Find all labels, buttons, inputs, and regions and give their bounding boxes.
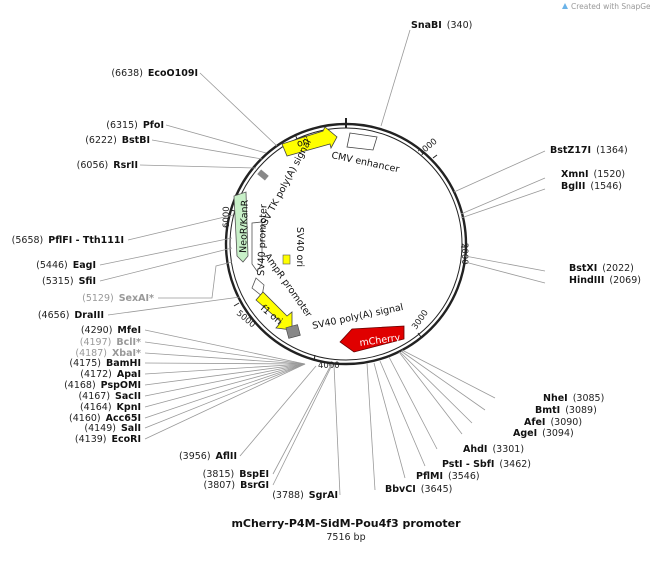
site-bmti: BmtI(3089) bbox=[535, 405, 597, 416]
site-snabi: SnaBI(340) bbox=[411, 20, 472, 31]
site-sali: (4149)SalI bbox=[84, 423, 141, 434]
site-sfii: (5315)SfiI bbox=[42, 276, 96, 287]
feature-sv40-ori-label: SV40 ori bbox=[294, 227, 305, 267]
tick-7000 bbox=[294, 133, 298, 140]
site-bcli: (4197)BclI* bbox=[80, 337, 141, 348]
feature-neo-label: NeoR/KanR bbox=[238, 199, 251, 253]
site-pspomi: (4168)PspOMI bbox=[64, 380, 141, 391]
site-sexai: (5129)SexAI* bbox=[82, 293, 154, 304]
leader-lines-left bbox=[99, 72, 341, 496]
site-mfei: (4290)MfeI bbox=[81, 325, 141, 336]
site-ecori: (4139)EcoRI bbox=[75, 434, 141, 445]
site-acc65i: (4160)Acc65I bbox=[69, 413, 141, 424]
tick-label-3000: 3000 bbox=[410, 308, 431, 331]
feature-cmv-label: CMV enhancer bbox=[330, 150, 400, 175]
plasmid-size: 7516 bp bbox=[326, 532, 365, 543]
tick-label-2000: 2000 bbox=[459, 243, 469, 265]
site-bspei: (3815)BspEI bbox=[203, 469, 269, 480]
site-sgrai: (3788)SgrAI bbox=[272, 490, 338, 501]
tick-4000 bbox=[313, 354, 316, 362]
feature-ori-label: ori bbox=[296, 136, 311, 150]
site-pflmi: PflMI(3546) bbox=[416, 471, 480, 482]
site-xmni: XmnI(1520) bbox=[561, 169, 625, 180]
site-afei: AfeI(3090) bbox=[524, 417, 582, 428]
tick-3000 bbox=[417, 332, 422, 338]
site-bsrgi: (3807)BsrGI bbox=[203, 480, 269, 491]
site-pflfi-tth111i: (5658)PflFI - Tth111I bbox=[12, 235, 124, 246]
feature-sv40-polya-block bbox=[285, 324, 301, 339]
tick-6000 bbox=[229, 209, 236, 212]
site-kpni: (4164)KpnI bbox=[80, 402, 141, 413]
site-rsrii: (6056)RsrII bbox=[77, 160, 138, 171]
feature-f1-ori-arrow bbox=[255, 291, 293, 331]
site-draiii: (4656)DraIII bbox=[38, 310, 104, 321]
feature-sv40-promoter-arrow bbox=[251, 221, 263, 272]
site-nhei: NheI(3085) bbox=[543, 393, 604, 404]
tick-label-4000: 4000 bbox=[318, 361, 340, 371]
feature-cmv-box bbox=[346, 132, 378, 151]
feature-sv40-ori-block bbox=[282, 254, 291, 265]
site-ecoo109i: (6638)EcoO109I bbox=[111, 68, 198, 79]
site-sacii: (4167)SacII bbox=[78, 391, 141, 402]
site-bstxi: BstXI(2022) bbox=[569, 263, 634, 274]
tick-5000 bbox=[233, 302, 240, 307]
site-xbai: (4187)XbaI* bbox=[75, 348, 141, 359]
site-aflii: (3956)AflII bbox=[179, 451, 237, 462]
tick-label-6000: 6000 bbox=[222, 206, 232, 228]
feature-sv40-promoter-label: SV40 promoter bbox=[256, 204, 269, 276]
feature-ori-arrow bbox=[281, 126, 338, 157]
site-bbvci: BbvCI(3645) bbox=[385, 484, 452, 495]
site-hindiii: HindIII(2069) bbox=[569, 275, 641, 286]
site-pfoi: (6315)PfoI bbox=[106, 120, 164, 131]
site-bglii: BglII(1546) bbox=[561, 181, 622, 192]
leader-lines-right bbox=[366, 29, 546, 491]
site-psti-sbfi: PstI - SbfI(3462) bbox=[442, 459, 531, 470]
feature-ampr-promoter-arrow bbox=[251, 277, 265, 297]
site-ahdi: AhdI(3301) bbox=[463, 444, 524, 455]
snapgene-logo-icon bbox=[562, 3, 568, 9]
feature-mcherry-arrow bbox=[339, 325, 405, 353]
tick-label-5000: 5000 bbox=[234, 309, 257, 331]
site-bstbi: (6222)BstBI bbox=[85, 135, 150, 146]
feature-hsv-block bbox=[257, 169, 269, 181]
site-agei: AgeI(3094) bbox=[513, 428, 574, 439]
site-bstz17i: BstZ17I(1364) bbox=[550, 145, 628, 156]
site-apai: (4172)ApaI bbox=[80, 369, 141, 380]
site-bamhi: (4175)BamHI bbox=[69, 358, 141, 369]
plasmid-title: mCherry-P4M-SidM-Pou4f3 promoter bbox=[231, 517, 461, 530]
tick-1000 bbox=[432, 154, 438, 159]
tick-marks bbox=[229, 133, 466, 362]
created-with-label: Created with SnapGene® bbox=[571, 2, 650, 11]
site-eagi: (5446)EagI bbox=[36, 260, 96, 271]
feature-neo-arrow bbox=[233, 191, 249, 263]
